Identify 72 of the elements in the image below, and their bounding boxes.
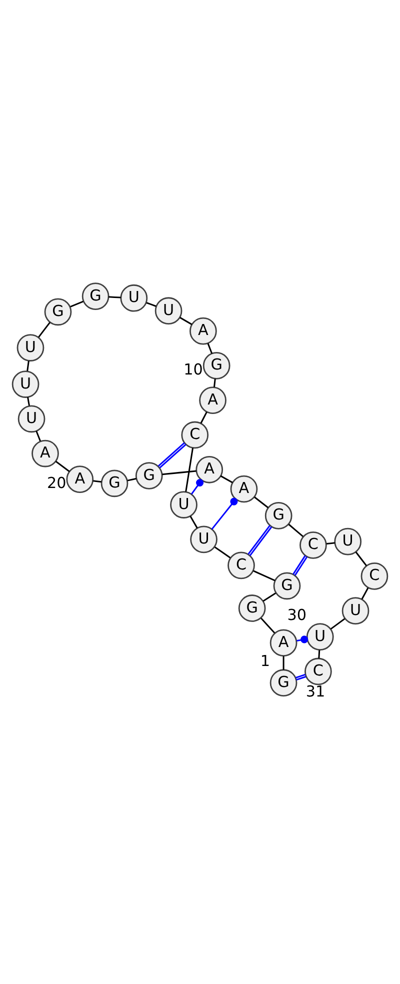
- node-circle: A: [199, 386, 226, 414]
- connector: [180, 316, 192, 326]
- connector: [214, 546, 231, 558]
- connector: [213, 378, 216, 388]
- connector: [162, 470, 196, 476]
- node-circle: U: [18, 405, 46, 433]
- connector: [185, 448, 194, 492]
- node-circle: A: [270, 629, 298, 657]
- connector: [220, 475, 233, 484]
- connector: [330, 618, 346, 630]
- node-circle: G: [44, 298, 72, 326]
- node-circle: A: [32, 440, 59, 468]
- node-circle: U: [342, 597, 370, 624]
- node-circle: C: [300, 532, 327, 559]
- connector: [282, 656, 284, 670]
- node-label: 1: [260, 652, 270, 670]
- connector: [26, 360, 30, 372]
- node-label: 20: [47, 474, 66, 492]
- connector: [127, 478, 136, 482]
- node-circle: U: [334, 528, 362, 556]
- node-circle: U: [190, 526, 218, 554]
- node-circle: G: [273, 572, 301, 600]
- node-circle: A: [190, 317, 217, 345]
- node-circle: A: [196, 456, 224, 484]
- connector: [260, 618, 276, 634]
- node-circle: C: [360, 562, 388, 590]
- node-circle: G: [135, 462, 163, 490]
- node-circle: U: [154, 297, 182, 325]
- connector: [355, 552, 367, 566]
- node-circle: C: [228, 552, 255, 580]
- node-circle: G: [82, 282, 110, 310]
- connector: [190, 478, 204, 494]
- node-circle: A: [230, 475, 258, 503]
- node-label: 10: [184, 360, 203, 379]
- connector: [254, 496, 269, 508]
- node-circle: U: [306, 623, 334, 651]
- node-circle: U: [170, 491, 198, 518]
- connector: [108, 296, 121, 298]
- connector: [318, 650, 320, 659]
- connector: [55, 460, 70, 472]
- node-circle: G: [238, 594, 266, 622]
- connector: [27, 397, 30, 406]
- connector: [207, 343, 213, 354]
- connector: [211, 498, 238, 530]
- connector: [262, 592, 276, 602]
- connector: [93, 480, 102, 483]
- node-circle: G: [100, 470, 128, 498]
- connector: [70, 300, 84, 308]
- node-circle: U: [12, 370, 40, 398]
- connector: [200, 412, 208, 424]
- node-circle: C: [181, 421, 209, 449]
- connector: [36, 430, 42, 442]
- connector: [295, 674, 306, 680]
- node-circle: G: [270, 669, 298, 697]
- connector: [361, 588, 369, 600]
- node-label: 30: [287, 606, 306, 624]
- connector: [292, 555, 308, 576]
- connector: [288, 524, 304, 538]
- node-circle: G: [264, 502, 292, 530]
- node-label: 31: [306, 682, 326, 701]
- node-circle: C: [304, 658, 332, 686]
- node-circle: U: [16, 334, 44, 362]
- connector: [253, 570, 276, 582]
- connector: [248, 525, 272, 556]
- node-circle: U: [120, 284, 148, 312]
- connector: [190, 516, 198, 528]
- node-circle: A: [66, 466, 94, 494]
- connector: [38, 322, 50, 338]
- node-circle: G: [202, 352, 230, 380]
- connector: [158, 442, 186, 468]
- connector: [326, 542, 335, 545]
- connector: [146, 302, 156, 307]
